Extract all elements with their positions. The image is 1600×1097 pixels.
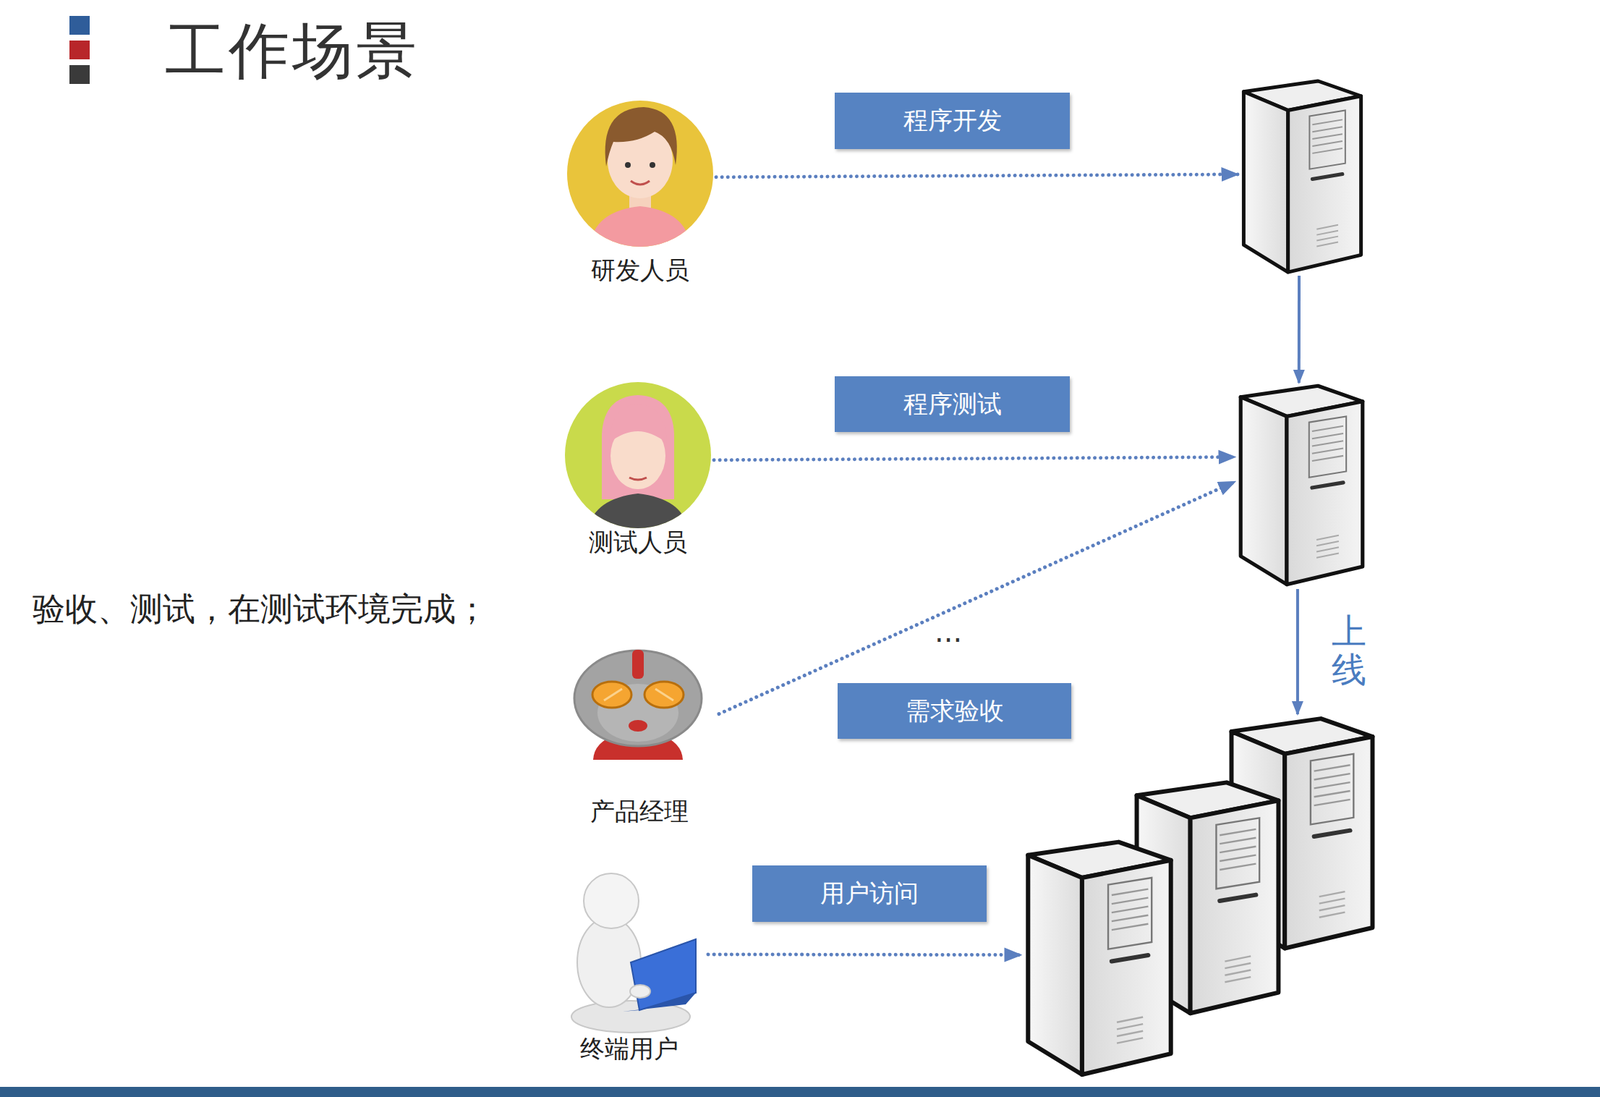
person-node: 终端用户: [550, 871, 709, 1066]
server-node: [1234, 382, 1369, 589]
step-label-box: 程序测试: [834, 376, 1070, 432]
person-node: 研发人员: [564, 100, 717, 288]
user-figure: [571, 873, 696, 1033]
icon-square: [69, 65, 90, 84]
manager-avatar: [574, 649, 702, 760]
step-label-box: 需求验收: [837, 682, 1072, 739]
developer-avatar: [567, 100, 714, 250]
solid-arrow: [1297, 275, 1301, 383]
server-node: [1237, 78, 1368, 276]
role-caption: 测试人员: [562, 525, 714, 560]
ellipsis-text: ...: [934, 614, 963, 649]
role-caption: 终端用户: [550, 1032, 709, 1066]
icon-square: [69, 40, 90, 60]
dotted-arrow: [716, 174, 1238, 178]
server-icon: [1240, 385, 1363, 584]
edge-label: 上线: [1331, 611, 1367, 689]
footer-bar: [0, 1086, 1600, 1097]
server-icon: [1243, 81, 1361, 272]
server-node: [1020, 713, 1380, 1079]
dotted-arrow: [708, 951, 1021, 957]
solid-arrow: [1296, 588, 1300, 714]
dotted-arrow: [713, 457, 1235, 461]
step-label-box: 用户访问: [752, 865, 987, 922]
person-node: 产品经理: [559, 654, 719, 829]
role-caption: 研发人员: [564, 253, 717, 288]
role-caption: 产品经理: [559, 794, 719, 829]
note-text: 验收、测试，在测试环境完成；: [32, 587, 489, 631]
icon-square: [69, 15, 90, 35]
tester-avatar: [564, 381, 712, 536]
server-icon: [1027, 841, 1171, 1075]
step-label-box: 程序开发: [834, 92, 1070, 150]
person-node: 测试人员: [562, 381, 714, 560]
dotted-arrow: [718, 481, 1235, 714]
page-title: 工作场景: [164, 10, 420, 93]
